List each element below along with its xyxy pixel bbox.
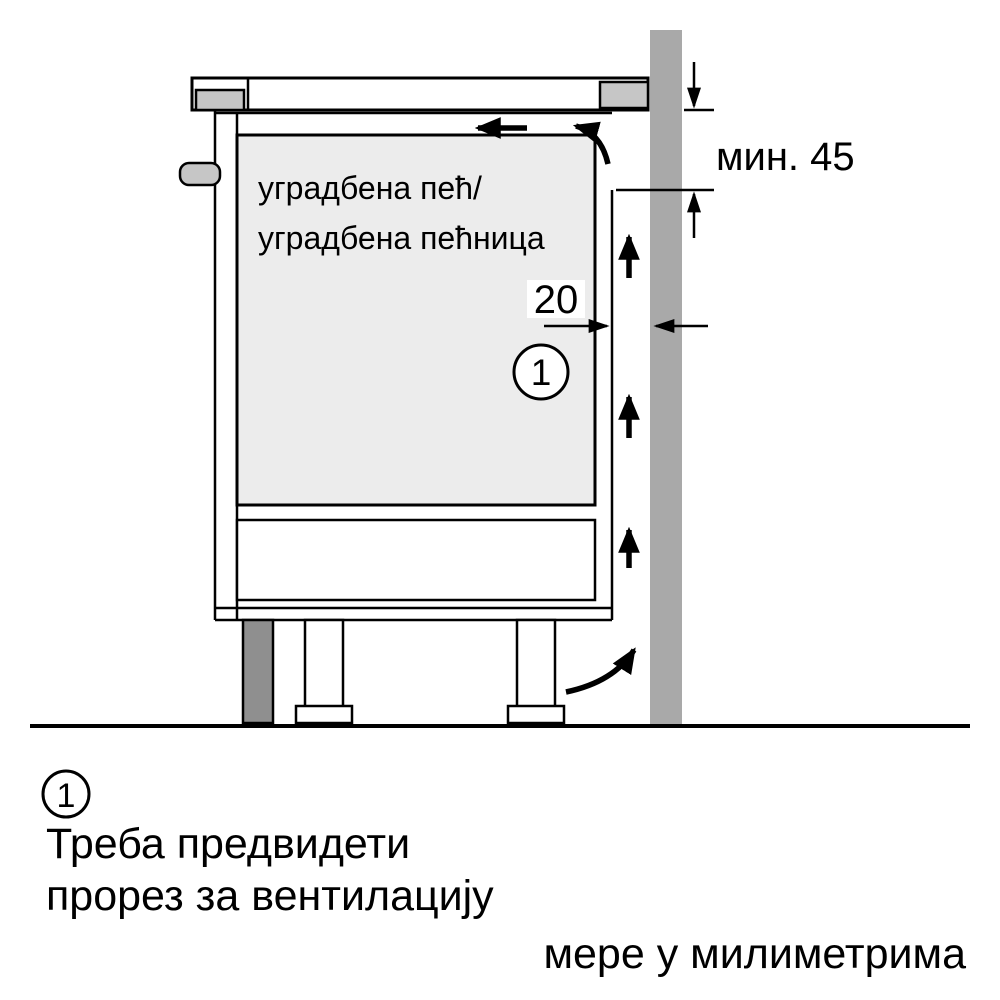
diagram-callout-1: 1 — [512, 343, 570, 401]
legend-note-line1: Треба предвидети — [46, 820, 410, 868]
countertop-left-edge — [194, 88, 246, 112]
oven-label-line2: уградбена пећница — [258, 220, 545, 256]
callout-circle — [512, 343, 570, 401]
built-in-oven: уградбена пећ/ уградбена пећница — [235, 133, 597, 507]
countertop-slab — [190, 76, 650, 112]
cabinet-foot-right — [506, 704, 566, 725]
callout-number: 1 — [531, 352, 552, 393]
legend: 1 Треба предвидети прорез за вентилацију… — [41, 769, 966, 978]
legend-callout-circle — [41, 769, 91, 819]
dim-rear-gap-label: 20 — [534, 278, 579, 322]
legend-callout-number: 1 — [57, 777, 76, 815]
oven-body — [235, 133, 597, 507]
airflow-arrow-top-curve — [572, 121, 611, 165]
airflow-arrow-bottom-curve — [565, 647, 637, 695]
dim-label-backdrop — [527, 280, 585, 318]
plinth-panel — [241, 618, 275, 725]
oven-label-line1: уградбена пећ/ — [258, 170, 482, 206]
countertop — [190, 76, 650, 112]
legend-note-line2: прорез за вентилацију — [46, 872, 494, 920]
cabinet-foot-left — [294, 704, 354, 725]
dimension-min45: мин. 45 — [616, 62, 855, 238]
units-note: мере у милиметрима — [543, 930, 966, 978]
plinth-and-legs — [241, 618, 566, 725]
drawer-front — [235, 518, 597, 602]
countertop-right-edge — [598, 80, 650, 110]
cabinet-leg-left — [303, 618, 345, 710]
dim-min45-label: мин. 45 — [716, 135, 855, 179]
airflow-arrows — [474, 117, 640, 695]
wall-section — [650, 30, 682, 724]
cabinet-leg-right — [515, 618, 557, 710]
dimension-rear-gap: 20 — [527, 278, 708, 333]
oven-handle — [178, 161, 222, 187]
